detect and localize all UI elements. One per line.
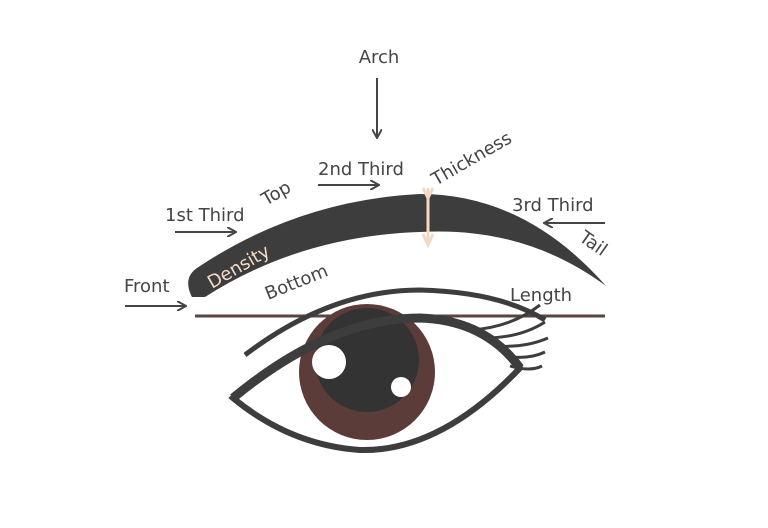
- label-front: Front: [124, 276, 170, 297]
- eyelashes: [469, 303, 549, 371]
- label-top: Top: [257, 177, 295, 211]
- label-second-third: 2nd Third: [318, 159, 404, 180]
- label-tail: Tail: [574, 226, 611, 260]
- label-third-third: 3rd Third: [512, 195, 594, 216]
- thickness-arrow: [421, 187, 435, 249]
- eye-highlight-large: [312, 345, 346, 379]
- eyebrow-shape: [188, 194, 607, 297]
- label-length: Length: [510, 285, 572, 306]
- label-first-third: 1st Third: [165, 205, 245, 226]
- label-arch: Arch: [359, 47, 400, 68]
- label-thickness: Thickness: [427, 128, 515, 191]
- eye-crease: [243, 287, 547, 357]
- eye-highlight-small: [391, 377, 411, 397]
- label-bottom: Bottom: [262, 260, 331, 304]
